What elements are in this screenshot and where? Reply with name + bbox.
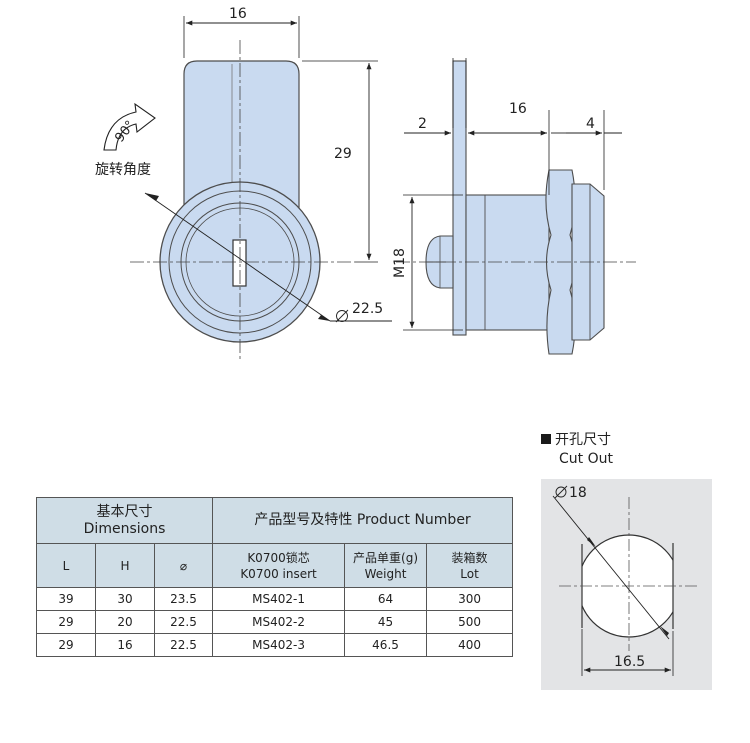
plate-thickness-dim: 2: [418, 116, 427, 132]
cutout-title: 开孔尺寸: [541, 431, 611, 449]
col-l: L: [36, 543, 96, 588]
technical-drawing: 22.5 16 29 90° 旋转角度: [95, 6, 636, 362]
square-bullet-icon: [541, 434, 551, 444]
dimensions-header: 基本尺寸 Dimensions: [35, 497, 214, 544]
cutout-subtitle: Cut Out: [559, 451, 613, 467]
lock-cylinder-body: [465, 194, 550, 331]
mounting-plate: [452, 60, 467, 336]
front-diameter-dim: 22.5: [352, 301, 383, 317]
front-width-dim: 16: [229, 6, 247, 22]
cutout-width-dim: 16.5: [614, 654, 645, 670]
side-view: M18 2 16 4: [392, 58, 636, 355]
front-view: 22.5 16 29 90° 旋转角度: [95, 6, 392, 362]
col-insert: K0700锁芯 K0700 insert: [212, 543, 346, 588]
col-diameter: ⌀: [153, 543, 214, 588]
spec-table: 基本尺寸 Dimensions 产品型号及特性 Product Number L…: [35, 497, 514, 657]
col-weight: 产品单重(g) Weight: [344, 543, 428, 588]
front-height-dim: 29: [334, 146, 352, 162]
cutout-diameter-dim: 18: [569, 485, 587, 501]
nut-dim: 4: [586, 116, 595, 132]
body-length-dim: 16: [509, 101, 527, 117]
cutout-drawing: 18 16.5: [552, 485, 697, 676]
rotation-arrow-icon: [103, 102, 156, 151]
thread-dim: M18: [392, 248, 408, 278]
keyway: [232, 239, 247, 287]
product-number-header: 产品型号及特性 Product Number: [212, 497, 514, 544]
rotation-label: 旋转角度: [95, 162, 151, 178]
cutout-panel: 18 16.5: [541, 479, 712, 690]
col-h: H: [95, 543, 155, 588]
col-lot: 装箱数 Lot: [426, 543, 514, 588]
